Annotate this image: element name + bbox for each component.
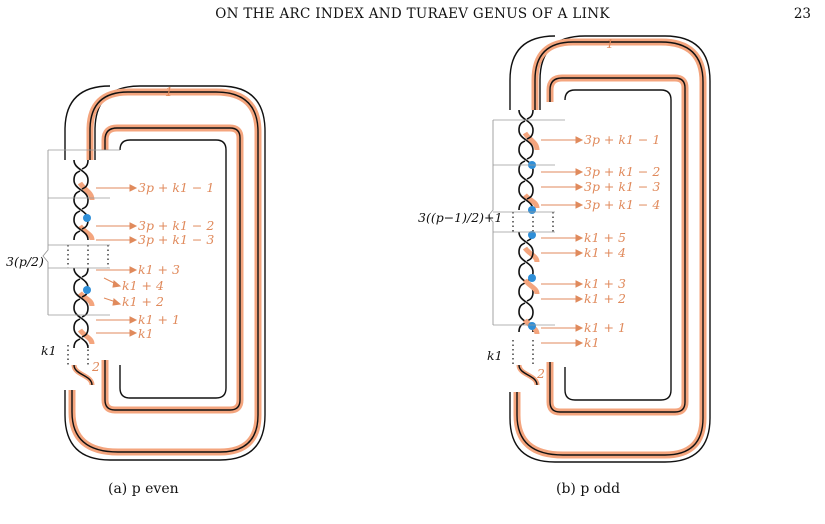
page-number: 23 xyxy=(793,6,811,22)
crossing-dot xyxy=(528,231,536,239)
fig-a-label: 3p + k1 − 1 xyxy=(138,180,214,195)
bracket-a xyxy=(42,150,49,315)
fig-b-label: 3p + k1 − 1 xyxy=(584,132,660,147)
page-header: ON THE ARC INDEX AND TURAEV GENUS OF A L… xyxy=(0,6,825,28)
fig-b-label: k1 + 5 xyxy=(584,230,626,245)
fig-b-label: k1 + 3 xyxy=(584,276,626,291)
fig-a-label: k1 + 3 xyxy=(138,262,180,277)
fig-b-label: 3p + k1 − 3 xyxy=(584,179,660,194)
fig-a-label: k1 + 1 xyxy=(138,312,180,327)
fig-a-caption: (a) p even xyxy=(108,481,179,497)
fig-a-label: k1 xyxy=(138,326,154,341)
crossing-dot xyxy=(528,206,536,214)
figure-b: 1 2 3((p−1)/2)+1 k1 3p + k1 − 1 3p + k1 … xyxy=(418,35,711,497)
fig-a-label: k1 + 2 xyxy=(122,294,164,309)
fig-b-bracket-label: 3((p−1)/2)+1 xyxy=(418,210,502,225)
figure-a: 1 2 3(p/2) k1 3p + k1 − 1 3p + k1 − 2 3p… xyxy=(6,84,266,497)
crossing-dot xyxy=(528,322,536,330)
bracket-b xyxy=(487,120,494,325)
fig-b-caption: (b) p odd xyxy=(556,481,620,497)
fig-b-label: 3p + k1 − 4 xyxy=(584,197,660,212)
fig-b-label: k1 + 1 xyxy=(584,320,626,335)
braid-b xyxy=(487,109,565,386)
fig-b-label: k1 xyxy=(584,335,600,350)
crossing-dot xyxy=(528,274,536,282)
fig-a-label-bottom: 2 xyxy=(91,359,100,374)
fig-a-label: 3p + k1 − 3 xyxy=(138,232,214,247)
crossing-dot xyxy=(83,286,91,294)
fig-b-label: k1 + 4 xyxy=(584,245,626,260)
fig-a-label-top: 1 xyxy=(165,84,173,99)
fig-a-label: 3p + k1 − 2 xyxy=(138,218,214,233)
fig-a-left-label: k1 xyxy=(41,343,57,358)
running-title: ON THE ARC INDEX AND TURAEV GENUS OF A L… xyxy=(215,6,610,22)
fig-b-label-top: 1 xyxy=(606,36,614,51)
fig-a-bracket-label: 3(p/2) xyxy=(6,254,44,269)
crossing-dot xyxy=(83,214,91,222)
fig-b-label: k1 + 2 xyxy=(584,291,626,306)
fig-a-label: k1 + 4 xyxy=(122,278,164,293)
fig-b-label: 3p + k1 − 2 xyxy=(584,164,660,179)
fig-b-label-bottom: 2 xyxy=(536,366,545,381)
braid-a xyxy=(42,149,120,386)
fig-b-left-label: k1 xyxy=(487,348,503,363)
